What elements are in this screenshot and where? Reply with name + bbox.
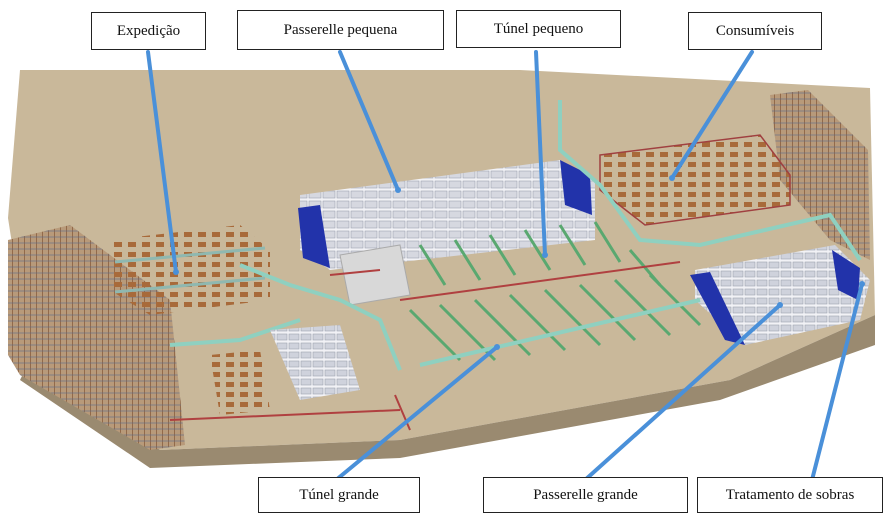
label-tunel-pequeno: Túnel pequeno <box>456 10 621 48</box>
label-passerelle-pequena: Passerelle pequena <box>237 10 444 50</box>
label-tunel-grande: Túnel grande <box>258 477 420 513</box>
label-passerelle-grande: Passerelle grande <box>483 477 688 513</box>
label-tratamento-sobras: Tratamento de sobras <box>697 477 883 513</box>
grey-cabinet <box>340 245 410 305</box>
loading-zone <box>210 350 270 415</box>
expedition-area <box>110 225 270 315</box>
label-consumiveis: Consumíveis <box>688 12 822 50</box>
label-expedicao: Expedição <box>91 12 206 50</box>
